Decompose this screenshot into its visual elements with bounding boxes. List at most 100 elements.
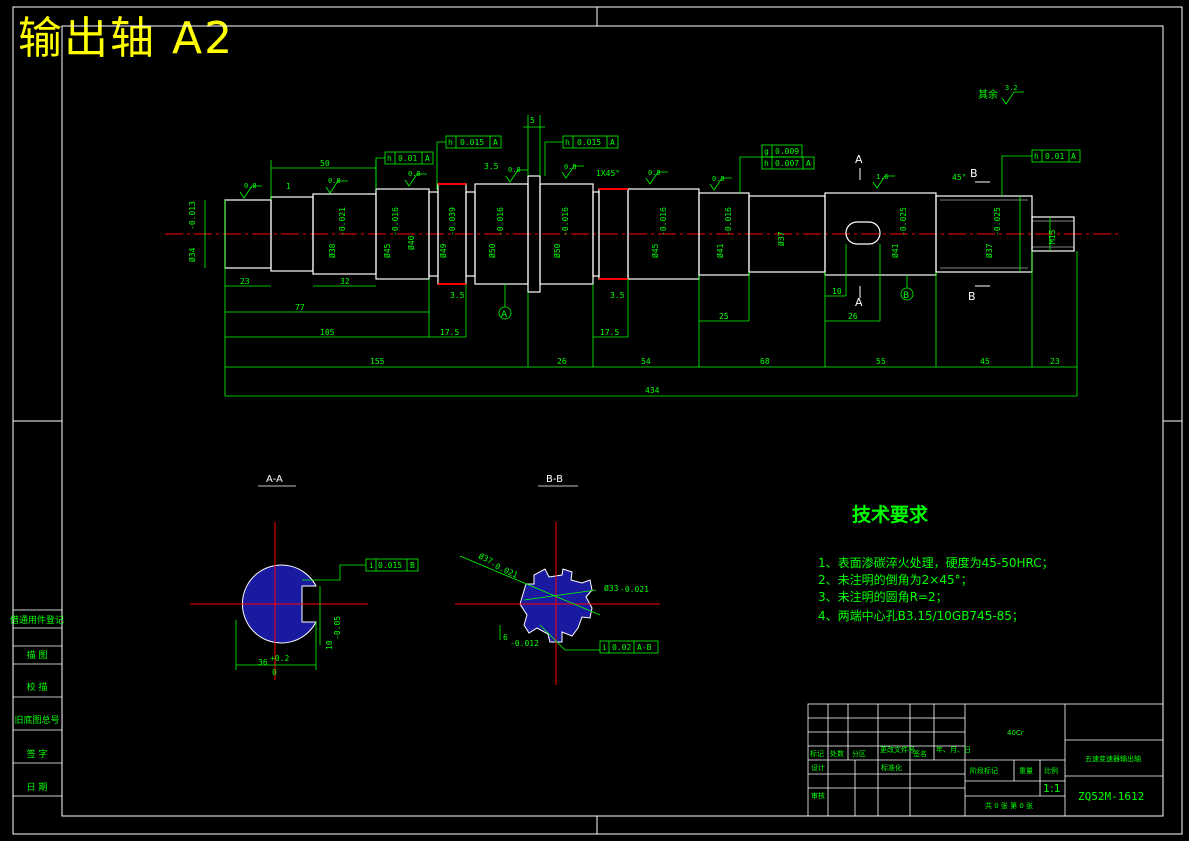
dia-41b-tol: -0.025: [899, 207, 908, 236]
tb-scale-label: 比例: [1044, 766, 1058, 775]
section-aa-view: A-A i 0.015 B 36 +0.2 0 10 -0.05: [190, 474, 419, 680]
tb-stage: 阶段标记: [970, 766, 998, 775]
bb-tol-sym: i: [602, 643, 607, 652]
dia-37b: Ø37: [984, 243, 994, 258]
ra-4: 0.8: [508, 166, 521, 174]
aa-36-tol: +0.2: [270, 654, 289, 663]
dia-45a: Ø45: [382, 243, 392, 258]
ra-7: 0.8: [712, 175, 725, 183]
dim-1: 1: [286, 182, 291, 191]
tech-req-3: 3、未注明的圆角R=2；: [818, 589, 948, 604]
dim-3-5b: 3.5: [450, 291, 465, 300]
tol5-sym: h: [1034, 152, 1039, 161]
datum-markers: [498, 275, 914, 320]
dim-155: 155: [370, 357, 385, 366]
tol5-datum: A: [1071, 152, 1076, 161]
dim-55: 55: [876, 357, 886, 366]
section-b-top: B: [970, 167, 978, 180]
dim-chamfer: 1X45°: [596, 169, 620, 178]
aa-zero: 0: [272, 668, 277, 677]
dia-45a-tol: -0.016: [391, 207, 400, 236]
left-box-6: 日 期: [27, 782, 48, 793]
tb-design: 设计: [811, 763, 825, 772]
section-aa-title: A-A: [266, 474, 283, 485]
tol4a-sym: g: [764, 147, 769, 156]
datum-a: A: [501, 310, 508, 320]
bb-6: 6: [503, 633, 508, 642]
left-box-5: 签 字: [27, 748, 48, 760]
section-markers: A A B B: [855, 153, 978, 309]
dim-3-5c: 3.5: [610, 291, 625, 300]
other-surfaces-note: 其余: [978, 88, 998, 101]
tol4b-val: 0.007: [775, 159, 799, 168]
tol3-sym: h: [387, 154, 392, 163]
dia-38: Ø38: [327, 243, 337, 258]
aa-10-tol: -0.05: [333, 616, 342, 640]
left-box-1: 借通用件登记: [10, 614, 64, 626]
tech-req-title: 技术要求: [852, 503, 929, 526]
dim-angle-45: 45°: [952, 173, 966, 182]
dim-26a: 26: [557, 357, 567, 366]
bb-6-tol: -0.012: [510, 639, 539, 648]
section-bb-title: B-B: [546, 474, 563, 485]
dim-10: 10: [832, 287, 842, 296]
drawing-frame: [12, 6, 1183, 835]
tol2-sym: h: [565, 138, 570, 147]
title-block: [807, 703, 1164, 817]
tb-standard: 标准化: [881, 763, 902, 772]
left-box-4: 旧底图总号: [14, 714, 59, 726]
aa-36: 36: [258, 658, 268, 667]
dia-45b: Ø45: [650, 243, 660, 258]
ra-6: 0.8: [648, 169, 661, 177]
left-box-3: 校 描: [27, 681, 48, 693]
dim-26b: 26: [848, 312, 858, 321]
section-a-top: A: [855, 153, 863, 166]
section-arrows: [859, 168, 990, 298]
left-record-box: [12, 609, 63, 797]
left-box-2: 描 图: [27, 649, 48, 661]
material: 40Cr: [1007, 729, 1024, 737]
roughness-symbols: [239, 91, 1024, 199]
dim-54: 54: [641, 357, 651, 366]
bb-tol-val: 0.02: [612, 643, 631, 652]
tb-hdr-4: 签名: [913, 749, 927, 758]
thread-lines: [940, 199, 1074, 269]
gear-teeth-markers: [438, 183, 628, 285]
dia-41a-tol: -0.016: [724, 207, 733, 236]
tol4b-datum: A: [806, 159, 811, 168]
dim-25: 25: [719, 312, 729, 321]
diameter-labels: Ø34 -0.013 Ø38 -0.021 Ø45 -0.016 Ø40 Ø49…: [187, 201, 1057, 262]
tol4b-sym: h: [764, 159, 769, 168]
drawing-code: ZQ52M-1612: [1078, 790, 1144, 803]
dim-3-5a: 3.5: [484, 162, 499, 171]
bb-33-tol: -0.021: [620, 585, 649, 594]
dia-50b: Ø50: [552, 243, 562, 258]
tol5-val: 0.01: [1045, 152, 1064, 161]
ra-9: 3.2: [1005, 84, 1018, 92]
tb-hdr-1: 处数: [830, 749, 844, 758]
bb-tol-datum: A-B: [637, 643, 652, 652]
tol2-datum: A: [610, 138, 615, 147]
tb-sheets: 共 0 张 第 0 张: [985, 801, 1033, 810]
tb-hdr-0: 标记: [810, 749, 824, 758]
dimension-texts: 23 32 77 105 17.5 17.5 155 26 54 68 55 4…: [240, 116, 1060, 395]
tb-hdr-3: 更改文件号: [880, 745, 915, 754]
dia-50b-tol: -0.016: [561, 207, 570, 236]
dim-77: 77: [295, 303, 305, 312]
tech-req-2: 2、未注明的倒角为2×45°；: [818, 572, 973, 587]
shaft-outline: [224, 175, 1075, 293]
bb-33: Ø33: [604, 583, 619, 593]
drawing-title: 输出轴 A2: [18, 13, 235, 64]
tb-scale: 1:1: [1043, 782, 1061, 795]
part-name: 五速变速器输出轴: [1085, 754, 1141, 763]
tech-req-1: 1、表面渗碳淬火处理，硬度为45-50HRC；: [818, 555, 1054, 570]
dim-32: 32: [340, 277, 350, 286]
dia-40: Ø40: [406, 235, 416, 250]
dia-37a: Ø37: [776, 231, 786, 246]
dia-38-tol: -0.021: [338, 207, 347, 236]
tolerance-frames: [375, 135, 1081, 196]
tol4a-val: 0.009: [775, 147, 799, 156]
tb-review: 审核: [811, 791, 825, 800]
ra-5: 0.8: [564, 163, 577, 171]
